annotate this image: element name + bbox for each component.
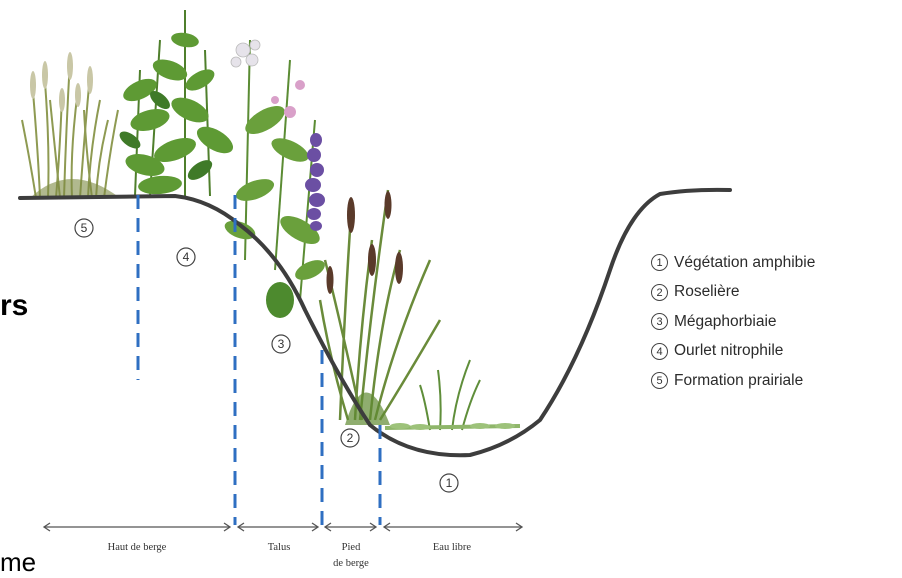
section-label-eau-libre: Eau libre — [433, 542, 472, 553]
legend-number: 3 — [651, 313, 668, 330]
legend-item-2: 2 Roselière — [651, 278, 815, 308]
zone-marker-3: 3 — [272, 335, 290, 353]
section-arrows — [44, 523, 522, 531]
legend-label: Formation prairiale — [674, 372, 803, 390]
section-label-de-berge: de berge — [333, 558, 369, 569]
zone-marker-5-num: 5 — [81, 221, 88, 235]
zone-marker-4-num: 4 — [183, 250, 190, 264]
meadow-grass-illustration — [22, 52, 120, 198]
cropped-text-fragment-left: rs — [0, 289, 28, 323]
zone-marker-1: 1 — [440, 474, 458, 492]
legend-item-1: 1 Végétation amphibie — [651, 248, 815, 278]
legend-number: 2 — [651, 284, 668, 301]
section-label-talus: Talus — [268, 542, 291, 553]
legend-label: Ourlet nitrophile — [674, 342, 783, 360]
legend-item-3: 3 Mégaphorbiaie — [651, 307, 815, 337]
zone-marker-4: 4 — [177, 248, 195, 266]
legend-number: 1 — [651, 254, 668, 271]
legend: 1 Végétation amphibie 2 Roselière 3 Méga… — [651, 248, 815, 396]
tall-herb-illustration — [222, 40, 328, 318]
legend-label: Végétation amphibie — [674, 254, 815, 272]
zone-marker-2-num: 2 — [347, 431, 354, 445]
section-label-haut-de-berge: Haut de berge — [108, 542, 167, 553]
zone-marker-3-num: 3 — [278, 337, 285, 351]
legend-number: 5 — [651, 372, 668, 389]
cropped-text-fragment-bottom: me — [0, 547, 36, 578]
nettle-fringe-illustration — [117, 10, 238, 196]
amphibious-vegetation-illustration — [385, 360, 520, 430]
zone-marker-2: 2 — [341, 429, 359, 447]
section-label-pied: Pied — [342, 542, 361, 553]
zone-marker-1-num: 1 — [446, 476, 453, 490]
legend-number: 4 — [651, 343, 668, 360]
zone-marker-5: 5 — [75, 219, 93, 237]
legend-label: Roselière — [674, 283, 739, 301]
legend-item-5: 5 Formation prairiale — [651, 366, 815, 396]
legend-item-4: 4 Ourlet nitrophile — [651, 337, 815, 367]
legend-label: Mégaphorbiaie — [674, 313, 777, 331]
